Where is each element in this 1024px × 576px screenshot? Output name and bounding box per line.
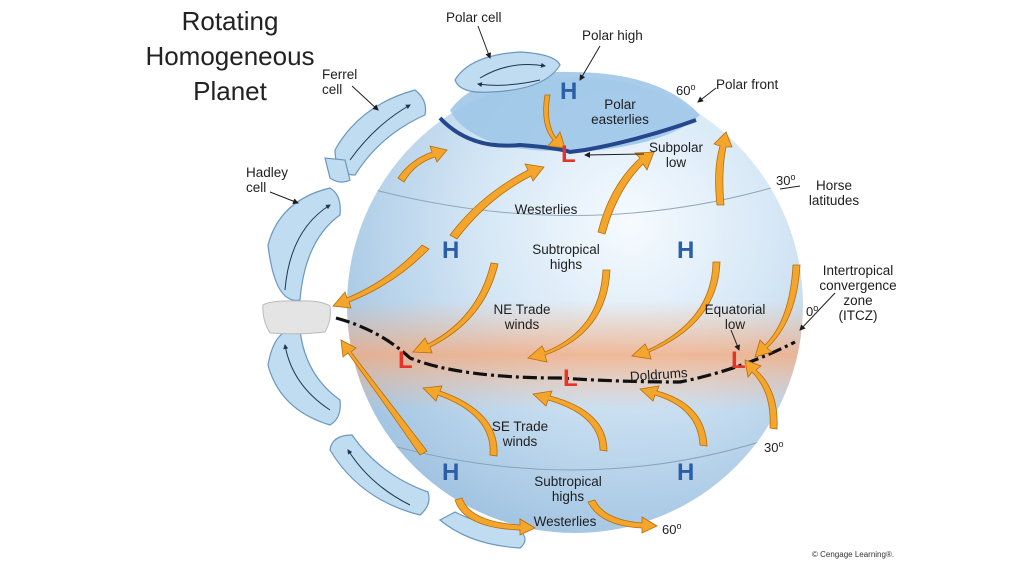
latitude-30s-line [371,439,767,471]
polar-high-pointer [579,45,601,81]
subtropical-high-north-east: H [677,237,694,264]
wind-arrow [449,163,545,240]
wind-arrow [340,339,428,456]
wind-arrow [532,390,608,452]
ferrel-cell-pointer [351,85,379,111]
subpolar-low-pointer [584,151,645,158]
wind-arrow [543,94,566,149]
hadley-cell-south [267,328,341,426]
wind-arrows [332,94,801,536]
ferrel-cell-mid [324,157,351,183]
polar-high-label: Polar high [582,28,643,43]
wind-arrow [754,264,801,358]
equatorial-low-pointer [730,329,740,351]
title-line-1: Rotating [181,6,279,36]
equatorial-low-west: L [398,347,413,374]
latitude-labels: 60o 30o 0o 30o 60o [662,82,818,537]
polar-front-label: Polar front [716,77,779,92]
itcz-pointer [799,292,836,331]
slide-title: Rotating Homogeneous Planet [128,4,332,109]
equatorial-low-center: L [563,365,578,392]
polar-front-pointer [697,87,717,103]
wind-arrow [713,131,733,206]
atmospheric-cells [262,51,561,549]
doldrums-label: Doldrums [629,365,688,384]
hadley-cell-north [267,187,341,301]
diagram-labels: Polar cell Polar high Polar front Ferrel… [246,10,897,529]
lat-30s: 30o [764,439,783,455]
horse-latitudes-pointer [779,185,801,190]
polar-front-line [438,116,697,155]
wind-arrow [744,359,778,430]
pressure-marks: H L H H L L L H H [398,78,746,486]
equatorial-low-east: L [731,347,746,374]
polar-high-mark: H [560,78,577,105]
title-line-3: Planet [193,76,267,106]
wind-arrow [631,261,721,360]
wind-arrow [397,145,448,183]
westerlies-north-label: Westerlies [515,202,578,217]
wind-arrow [422,385,498,457]
credit-text: © Cengage Learning®. [812,550,895,559]
westerlies-south-label: Westerlies [534,514,597,529]
lat-60s: 60o [662,521,681,537]
ferrel-cell-south [329,434,430,516]
wind-arrow [454,497,536,536]
wind-arrow [332,244,430,309]
title-line-2: Homogeneous [145,41,315,71]
lat-60n: 60o [676,82,695,98]
polar-cap [438,71,700,155]
subpolar-low-mark: L [561,141,576,168]
pointer-lines [269,25,836,351]
polar-cell-label: Polar cell [446,10,502,25]
subtropical-high-south-east: H [677,459,694,486]
itcz-line [335,316,796,384]
subtropical-high-north-west: H [442,237,459,264]
wind-arrow [597,151,655,235]
polar-cell-pointer [477,25,492,59]
wind-arrow [527,269,611,363]
equator-cloud [262,300,331,335]
subtropical-high-south-west: H [442,459,459,486]
wind-arrow [639,385,708,447]
wind-arrow [412,262,499,354]
lat-30n: 30o [776,172,795,188]
globe [347,77,803,533]
wind-arrow [587,499,658,534]
lat-0: 0o [806,303,818,319]
hadley-cell-pointer [269,191,299,204]
